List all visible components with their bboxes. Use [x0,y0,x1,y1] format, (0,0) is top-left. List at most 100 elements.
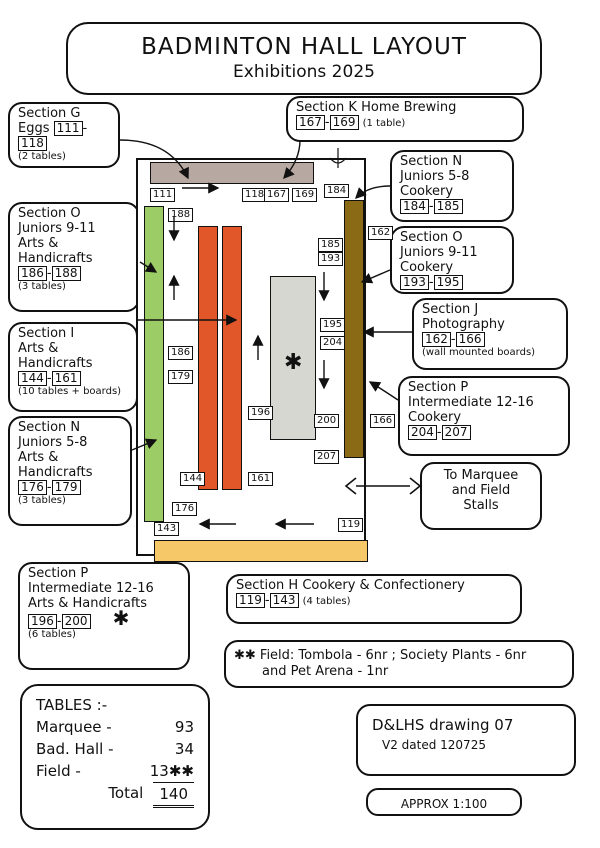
marquee-exit-label: To Marquee and Field Stalls [420,462,542,530]
drawing-reference: D&LHS drawing 07 V2 dated 120725 [356,704,576,776]
section-i-end: 161 [51,371,81,386]
plan-number-179: 179 [168,370,194,384]
section-n-arts-name2: Handicrafts [18,465,93,480]
section-p-cookery-name: Cookery [408,410,462,425]
tables-total-value: 140 [153,782,194,808]
tables-row-label: Field - [36,762,81,780]
section-k-note: (1 table) [362,118,406,129]
pointer-section-o-cookery [360,269,391,284]
section-p-arts-note: (6 tables) [28,629,76,640]
section-p-cookery-age: Intermediate 12-16 [408,395,534,410]
tables-row-value: 34 [174,740,194,758]
section-j-end: 166 [455,332,485,347]
plan-number-144: 144 [180,472,206,486]
section-i-name1: Arts & [18,341,59,356]
asterisk-icon: ✱ [284,350,303,375]
scale-label: APPROX 1:100 [366,788,522,816]
section-p-arts-start: 196 [28,614,57,629]
section-j-label: Section J Photography 162-166 (wall moun… [412,298,568,370]
tables-row-label: Bad. Hall - [36,740,114,758]
section-p-cookery-title: Section P [408,380,469,395]
section-k-title: Section K Home Brewing [296,100,457,115]
section-n-cookery-label: Section N Juniors 5-8 Cookery 184-185 [390,150,514,222]
plan-number-188: 188 [168,208,194,222]
plan-number-166: 166 [370,414,396,428]
section-g-title: Section G [18,106,81,121]
plan-number-119: 119 [338,518,364,532]
section-o-arts-start: 186 [18,266,47,281]
marquee-line2: and Field [451,483,511,498]
section-n-arts-name1: Arts & [18,450,59,465]
orange-tables-right [222,226,242,490]
section-o-arts-end: 188 [51,266,81,281]
grey-boards [270,276,316,440]
section-h-start: 119 [236,593,265,608]
section-o-cookery-title: Section O [400,230,463,245]
section-o-arts-title: Section O [18,206,81,221]
section-p-arts-name: Arts & Handicrafts [28,596,148,611]
section-o-cookery-start: 193 [400,275,429,290]
section-k-label: Section K Home Brewing 167-169 (1 table) [286,96,524,142]
section-g-start: 111 [53,121,83,136]
plan-number-162: 162 [368,226,394,240]
section-n-arts-end: 179 [51,480,81,495]
section-p-cookery-label: Section P Intermediate 12-16 Cookery 204… [398,376,570,456]
hall-floor-plan: 111 118 167 169 184 188 185 193 162 195 … [136,158,396,562]
left-green-tables [144,206,164,522]
tables-row-label: Marquee - [36,718,112,736]
plan-number-196: 196 [248,406,274,420]
section-k-start: 167 [296,115,325,130]
tables-summary: TABLES :- Marquee - 93 Bad. Hall - 34 Fi… [20,684,210,830]
section-p-arts-title: Section P [28,566,89,581]
title-box: BADMINTON HALL LAYOUT Exhibitions 2025 [66,22,542,95]
section-o-cookery-name: Cookery [400,260,454,275]
section-i-title: Section I [18,326,75,341]
section-o-arts-label: Section O Juniors 9-11 Arts & Handicraft… [8,202,140,312]
section-n-arts-note: (3 tables) [18,495,66,506]
section-j-name: Photography [422,317,505,332]
plan-number-169: 169 [292,188,318,202]
section-p-arts-label: Section P Intermediate 12-16 Arts & Hand… [18,562,190,670]
section-h-end: 143 [269,593,299,608]
section-o-arts-age: Juniors 9-11 [18,221,96,236]
section-j-title: Section J [422,302,479,317]
asterisk-icon: ✱ [112,606,130,630]
section-n-cookery-title: Section N [400,154,463,169]
section-h-note: (4 tables) [302,596,351,607]
section-n-cookery-start: 184 [400,199,429,214]
section-i-note: (10 tables + boards) [18,386,122,397]
pointer-section-p-cookery [368,381,399,401]
plan-number-193: 193 [318,252,344,266]
plan-number-204: 204 [320,336,346,350]
tables-heading: TABLES :- [36,696,108,714]
orange-tables-left [198,226,218,490]
page-title: BADMINTON HALL LAYOUT [141,34,467,60]
section-n-arts-age: Juniors 5-8 [18,435,88,450]
plan-number-184: 184 [324,184,350,198]
tables-row-field: Field - 13✱✱ [36,760,194,782]
section-o-arts-note: (3 tables) [18,281,66,292]
tables-row-value: 93 [174,718,194,736]
top-tables [150,162,314,184]
section-n-arts-label: Section N Juniors 5-8 Arts & Handicrafts… [8,416,132,526]
section-k-end: 169 [329,115,359,130]
section-g-name: Eggs [18,121,50,136]
plan-number-161: 161 [248,472,274,486]
section-p-arts-end: 200 [61,614,91,629]
section-o-cookery-label: Section O Juniors 9-11 Cookery 193-195 [390,226,514,294]
section-g-end: 118 [18,136,47,151]
plan-number-111: 111 [150,188,176,202]
section-j-note: (wall mounted boards) [422,347,536,358]
plan-number-185: 185 [318,238,344,252]
marquee-line1: To Marquee [443,468,519,483]
section-n-cookery-age: Juniors 5-8 [400,169,470,184]
section-p-arts-age: Intermediate 12-16 [28,581,154,596]
section-h-label: Section H Cookery & Confectionery 119-14… [226,574,522,624]
tables-row-hall: Bad. Hall - 34 [36,738,194,760]
section-n-cookery-end: 185 [433,199,463,214]
tables-row-total: Total 140 [36,782,194,808]
section-n-cookery-name: Cookery [400,184,454,199]
plan-number-167: 167 [264,188,290,202]
plan-number-207: 207 [314,450,340,464]
page-subtitle: Exhibitions 2025 [233,62,375,82]
